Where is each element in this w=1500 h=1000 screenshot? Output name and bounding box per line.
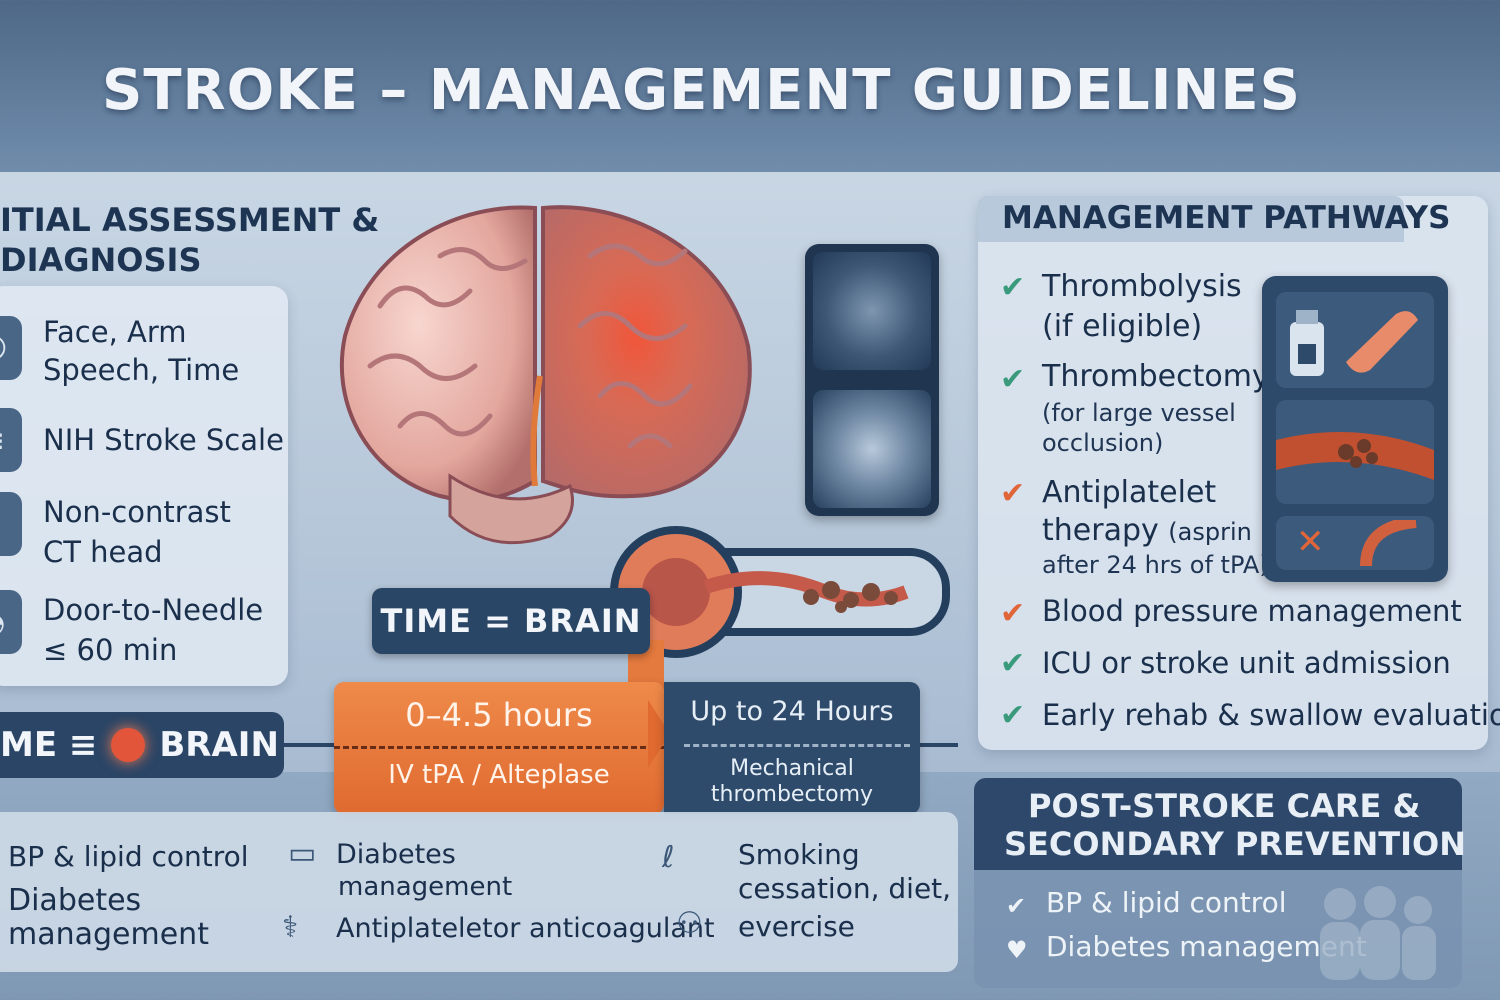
post-stroke-heading-line1: POST-STROKE CARE & <box>1028 787 1421 825</box>
mgmt-antiplatelet-line2: therapy (asprin <box>1042 512 1252 551</box>
care-team-icon <box>1310 880 1440 980</box>
glucose-meter-icon: ▭ <box>288 836 317 871</box>
clot-retrieval-icon <box>1276 400 1434 504</box>
assessment-item-2-line1: NIH Stroke Scale <box>43 423 284 457</box>
mgmt-antiplatelet-therapy: therapy <box>1042 513 1159 548</box>
window2-treatment-line2: thrombectomy <box>710 782 874 807</box>
mgmt-rehab: Early rehab & swallow evaluation <box>1042 698 1500 732</box>
timeline-window-ivtpa: 0–4.5 hours IV tPA / Alteplase <box>334 682 664 814</box>
assessment-heading-line1: ITIAL ASSESSMENT & <box>0 201 380 239</box>
assessment-item-3-line1: Non-contrast <box>43 495 231 529</box>
scale-icon: ≡ <box>0 408 22 472</box>
mgmt-icu: ICU or stroke unit admission <box>1042 646 1451 680</box>
occluded-vessel-icon: ✕ <box>1276 516 1434 570</box>
heart-icon: ♥ <box>1006 936 1028 964</box>
post-stroke-header <box>974 778 1462 870</box>
mgmt-bp: Blood pressure management <box>1042 594 1462 628</box>
strip-col2-line3: Antiplateletor anticoagulant <box>336 913 715 944</box>
mgmt-antiplatelet: Antiplatelet <box>1042 475 1217 510</box>
blood-vessel-clot-illustration <box>606 512 956 658</box>
strip-col3-line1: Smoking <box>738 838 860 871</box>
window2-treatment-line1: Mechanical <box>730 756 854 781</box>
ct-scan-images <box>805 244 939 516</box>
ct-scan-image-1 <box>813 252 931 370</box>
management-heading: MANAGEMENT PATHWAYS <box>1002 200 1451 236</box>
stopwatch-icon: ◔ <box>0 590 22 654</box>
timeline-left-label-b: BRAIN <box>159 725 279 765</box>
lungs-icon: ℓ <box>662 840 675 875</box>
mgmt-thrombolysis: Thrombolysis <box>1042 269 1242 304</box>
iv-vial-icon <box>1276 292 1434 388</box>
ct-scan-icon: I <box>0 492 22 556</box>
mgmt-thrombectomy-sub2: occlusion) <box>1042 429 1164 457</box>
post-item-2: Diabetes management <box>1046 930 1367 963</box>
assessment-item-1-line2: Speech, Time <box>43 353 240 387</box>
assessment-item-3-line2: CT head <box>43 535 163 569</box>
prevention-strip <box>0 812 958 972</box>
post-stroke-heading-line2: SECONDARY PREVENTION <box>1004 825 1466 863</box>
page-title: STROKE – MANAGEMENT GUIDELINES <box>102 58 1301 123</box>
time-brain-label: TIME = BRAIN <box>372 588 650 654</box>
check-icon-antiplatelet: ✔ <box>1000 476 1026 511</box>
window2-time: Up to 24 Hours <box>690 696 894 727</box>
window1-time: 0–4.5 hours <box>405 696 593 734</box>
shield-check-icon: ✔ <box>1006 892 1027 920</box>
mgmt-thrombectomy-sub1: (for large vessel <box>1042 399 1236 427</box>
strip-col1-line3: management <box>8 917 209 952</box>
brain-pulse-icon <box>111 728 146 762</box>
strip-col2-line1: Diabetes <box>336 839 456 870</box>
management-icons-panel: ✕ <box>1262 276 1448 582</box>
face-icon: ☺ <box>0 316 22 380</box>
exercise-icon: ⚇ <box>676 906 703 941</box>
check-icon-rehab: ✔ <box>1000 698 1026 733</box>
assessment-card: ☺ Face, Arm Speech, Time ≡ NIH Stroke Sc… <box>0 286 288 686</box>
x-mark-icon: ✕ <box>1296 522 1325 562</box>
strip-col3-line3: evercise <box>738 910 855 943</box>
strip-col1-line2: Diabetes <box>8 883 142 918</box>
check-icon-icu: ✔ <box>1000 646 1026 681</box>
management-title-bar <box>978 196 1404 242</box>
pills-icon: ⚕ <box>282 910 299 945</box>
brain-illustration <box>330 196 760 546</box>
assessment-item-4-line2: ≤ 60 min <box>43 633 178 667</box>
assessment-item-4-line1: Door-to-Needle <box>43 593 264 627</box>
strip-col2-line2: management <box>338 872 513 902</box>
ct-scan-image-2 <box>813 390 931 508</box>
post-item-1: BP & lipid control <box>1046 886 1287 919</box>
check-icon-thrombectomy: ✔ <box>1000 362 1026 397</box>
window1-treatment: IV tPA / Alteplase <box>388 760 610 790</box>
strip-col3-line2: cessation, diet, <box>738 872 952 905</box>
strip-col1-line1: BP & lipid control <box>8 840 249 873</box>
assessment-heading-line2: DIAGNOSIS <box>0 241 202 279</box>
window2-dash <box>684 744 910 747</box>
mgmt-thrombectomy: Thrombectomy <box>1042 359 1270 394</box>
check-icon-thrombolysis: ✔ <box>1000 270 1026 305</box>
timeline-window-thrombectomy: Up to 24 Hours Mechanical thrombectomy <box>664 682 920 814</box>
timeline-left-label-a: ME ≡ <box>0 725 98 765</box>
window1-dash <box>334 746 664 749</box>
mgmt-antiplatelet-sub: after 24 hrs of tPA) <box>1042 551 1269 579</box>
check-icon-bp: ✔ <box>1000 596 1026 631</box>
mgmt-thrombolysis-sub: (if eligible) <box>1042 309 1203 344</box>
timeline-time-brain-label: ME ≡ BRAIN <box>0 712 284 778</box>
mgmt-antiplatelet-suffix: (asprin <box>1168 518 1252 546</box>
assessment-item-1-line1: Face, Arm <box>43 315 187 349</box>
